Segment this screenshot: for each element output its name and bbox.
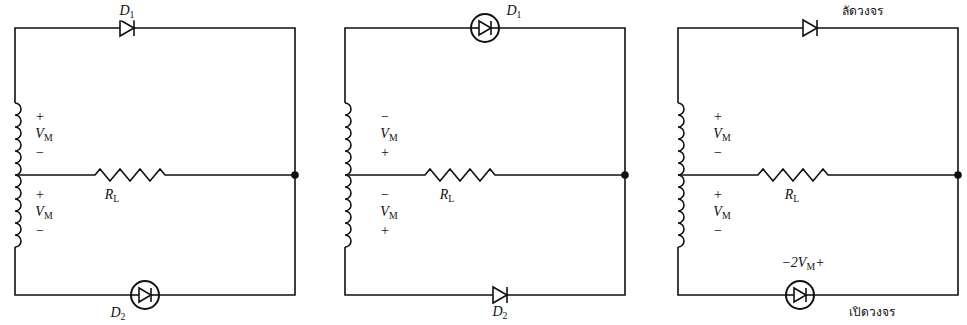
component-label: VM [712, 204, 731, 221]
component-label: D1 [505, 3, 522, 20]
diode-symbol [120, 20, 134, 36]
component-label: RL [104, 187, 121, 204]
component-label: RL [784, 187, 801, 204]
polarity-sign: − [35, 223, 45, 238]
polarity-sign: − [380, 187, 390, 202]
polarity-sign: + [35, 187, 45, 202]
state-note: ลัดวงจร [841, 5, 884, 18]
wire [15, 28, 295, 295]
component-label: D2 [491, 304, 508, 321]
resistor-symbol [678, 169, 958, 181]
component-label: VM [379, 126, 398, 143]
component-label: VM [712, 126, 731, 143]
junction-dot [955, 172, 961, 178]
polarity-sign: − [380, 109, 390, 124]
polarity-sign: + [380, 223, 390, 238]
diode-symbol [493, 287, 507, 303]
wire [345, 28, 625, 295]
circuit-one [15, 20, 298, 309]
junction-dot [292, 172, 298, 178]
circuit-two [345, 14, 628, 303]
state-note: เปิดวงจร [848, 306, 896, 319]
junction-dot [622, 172, 628, 178]
component-label: VM [379, 204, 398, 221]
component-label: RL [439, 187, 456, 204]
polarity-sign: − [35, 145, 45, 160]
resistor-symbol [345, 169, 625, 181]
circuit-three [678, 20, 961, 309]
component-label: D1 [118, 3, 135, 20]
resistor-symbol [15, 169, 295, 181]
component-label: D2 [109, 305, 126, 322]
component-label: VM [34, 126, 53, 143]
circled-diode-symbol [471, 14, 499, 42]
diode-symbol [803, 20, 817, 36]
circled-diode-symbol [131, 281, 159, 309]
polarity-sign: + [35, 109, 45, 124]
polarity-sign: + [713, 187, 723, 202]
wire [678, 28, 958, 295]
circled-diode-symbol [786, 281, 814, 309]
polarity-sign: − [713, 223, 723, 238]
component-label: VM [34, 204, 53, 221]
polarity-sign: + [380, 145, 390, 160]
polarity-sign: + [713, 109, 723, 124]
component-label: −2VM+ [780, 255, 825, 272]
polarity-sign: − [713, 145, 723, 160]
